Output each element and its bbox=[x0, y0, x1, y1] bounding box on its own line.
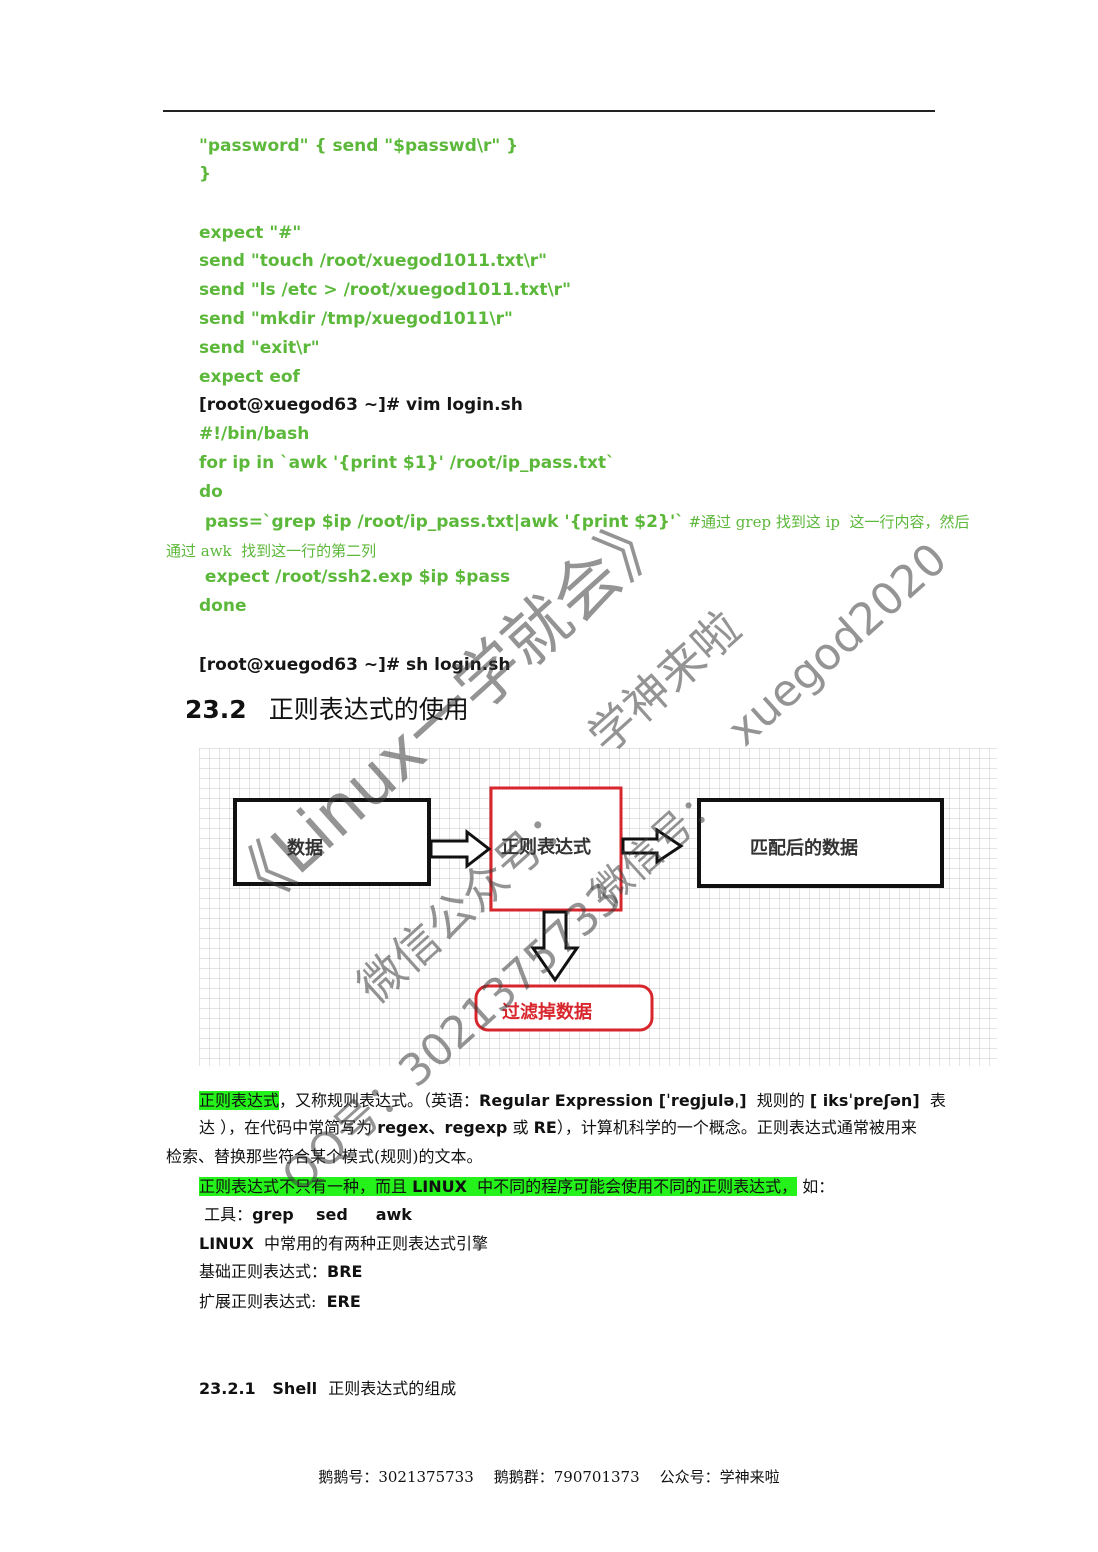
highlighted-term: 正则表达式 bbox=[199, 1091, 280, 1110]
filtered-data-box bbox=[474, 984, 654, 1032]
arrow-down bbox=[530, 910, 580, 983]
text-en: [ iksˈpreʃən] bbox=[809, 1091, 920, 1110]
regex-box bbox=[489, 786, 623, 912]
ere-line: 扩展正则表达式: ERE bbox=[199, 1288, 361, 1312]
filtered-box-label: 过滤掉数据 bbox=[502, 1002, 592, 1023]
arrow-right-1 bbox=[429, 828, 492, 870]
code-text: pass=`grep $ip /root/ip_pass.txt|awk '{p… bbox=[199, 512, 684, 532]
tools-label: 工具： bbox=[199, 1205, 253, 1224]
code-line: expect "#" bbox=[199, 223, 302, 243]
text: ），计算机科学的一个概念。正则表达式通常被用来 bbox=[556, 1118, 917, 1137]
text: 如： bbox=[797, 1177, 835, 1196]
regex-flow-diagram: 数据 正则表达式 匹配后的数据 过滤掉数据 bbox=[199, 748, 997, 1066]
data-box-label: 数据 bbox=[287, 838, 323, 859]
section-title: 正则表达式的使用 bbox=[268, 695, 469, 724]
code-line: } bbox=[199, 164, 212, 184]
code-line: send "ls /etc > /root/xuegod1011.txt\r" bbox=[199, 280, 571, 300]
bre-line: 基础正则表达式：BRE bbox=[199, 1258, 362, 1282]
bre-label: 基础正则表达式： bbox=[199, 1262, 328, 1281]
code-line: expect /root/ssh2.exp $ip $pass bbox=[199, 567, 511, 587]
ere-value: ERE bbox=[326, 1292, 361, 1311]
footer-qq: 鹅鹅号：3021375733 bbox=[318, 1468, 474, 1486]
text: 或 bbox=[507, 1118, 534, 1137]
code-line: do bbox=[199, 482, 223, 502]
arrow-right-2 bbox=[621, 827, 684, 865]
subsection-en: Shell bbox=[272, 1379, 318, 1398]
text: 正则表达式不只有一种，而且 bbox=[199, 1177, 413, 1196]
highlighted-statement: 正则表达式不只有一种，而且 LINUX 中不同的程序可能会使用不同的正则表达式，… bbox=[199, 1173, 834, 1197]
section-number: 23.2 bbox=[185, 695, 247, 724]
code-line-with-comment: pass=`grep $ip /root/ip_pass.txt|awk '{p… bbox=[199, 511, 970, 532]
text-en: regex、regexp bbox=[377, 1118, 508, 1137]
code-line: send "touch /root/xuegod1011.txt\r" bbox=[199, 251, 548, 271]
ere-label: 扩展正则表达式: bbox=[199, 1292, 327, 1311]
matched-data-box bbox=[697, 798, 944, 888]
footer-group: 鹅鹅群：790701373 bbox=[493, 1468, 640, 1486]
definition-line-1: 正则表达式，又称规则表达式。（英语：Regular Expression [ˈr… bbox=[199, 1087, 946, 1111]
data-box bbox=[233, 798, 431, 886]
text-en: Regular Expression [ˈregjuləˌ] bbox=[479, 1091, 747, 1110]
text-en: RE bbox=[533, 1118, 557, 1137]
tools-list: grep sed awk bbox=[252, 1205, 412, 1224]
matched-box-label: 匹配后的数据 bbox=[750, 838, 858, 859]
tools-line: 工具：grep sed awk bbox=[199, 1201, 412, 1225]
section-heading: 23.2 正则表达式的使用 bbox=[185, 690, 469, 726]
bre-value: BRE bbox=[327, 1262, 363, 1281]
text: 中常用的有两种正则表达式引擎 bbox=[253, 1234, 489, 1253]
engines-line: LINUX 中常用的有两种正则表达式引擎 bbox=[199, 1230, 488, 1254]
code-line: send "exit\r" bbox=[199, 338, 320, 358]
code-comment-continued: 通过 awk 找到这一行的第二列 bbox=[166, 542, 377, 560]
watermark-brand: 学神来啦 bbox=[577, 600, 751, 764]
header-rule bbox=[163, 110, 935, 112]
text: ，又称规则表达式。（英语： bbox=[279, 1091, 480, 1110]
code-line: for ip in `awk '{print $1}' /root/ip_pas… bbox=[199, 453, 615, 473]
definition-line-3: 检索、替换那些符合某个模式(规则)的文本。 bbox=[166, 1147, 483, 1166]
code-line: expect eof bbox=[199, 367, 300, 387]
code-line: send "mkdir /tmp/xuegod1011\r" bbox=[199, 309, 513, 329]
text: 表 bbox=[919, 1091, 946, 1110]
text: 中不同的程序可能会使用不同的正则表达式， bbox=[466, 1177, 798, 1196]
text: 规则的 bbox=[746, 1091, 810, 1110]
text-en: LINUX bbox=[412, 1177, 467, 1196]
subsection-title: 正则表达式的组成 bbox=[328, 1379, 457, 1398]
definition-line-2: 达 ），在代码中常简写为 regex、regexp 或 RE），计算机科学的一个… bbox=[199, 1114, 917, 1138]
code-line: done bbox=[199, 596, 247, 616]
subsection-number: 23.2.1 bbox=[199, 1379, 256, 1398]
code-line: "password" { send "$passwd\r" } bbox=[199, 136, 519, 156]
text-en: LINUX bbox=[199, 1234, 254, 1253]
shell-prompt-line: [root@xuegod63 ~]# sh login.sh bbox=[199, 655, 511, 675]
code-comment: #通过 grep 找到这 ip 这一行内容，然后 bbox=[683, 513, 970, 531]
watermark-id: xuegod2020 bbox=[717, 533, 957, 756]
highlight: 正则表达式不只有一种，而且 LINUX 中不同的程序可能会使用不同的正则表达式， bbox=[199, 1177, 798, 1196]
code-line: #!/bin/bash bbox=[199, 424, 310, 444]
page-footer: 鹅鹅号：3021375733 鹅鹅群：790701373 公众号：学神来啦 bbox=[0, 1466, 1098, 1487]
diagram-canvas bbox=[199, 748, 997, 1066]
regex-box-label: 正则表达式 bbox=[501, 837, 591, 858]
footer-public-account: 公众号：学神来啦 bbox=[659, 1468, 780, 1486]
shell-prompt-line: [root@xuegod63 ~]# vim login.sh bbox=[199, 395, 523, 415]
subsection-heading: 23.2.1 Shell 正则表达式的组成 bbox=[199, 1375, 456, 1399]
text: 达 ），在代码中常简写为 bbox=[199, 1118, 378, 1137]
